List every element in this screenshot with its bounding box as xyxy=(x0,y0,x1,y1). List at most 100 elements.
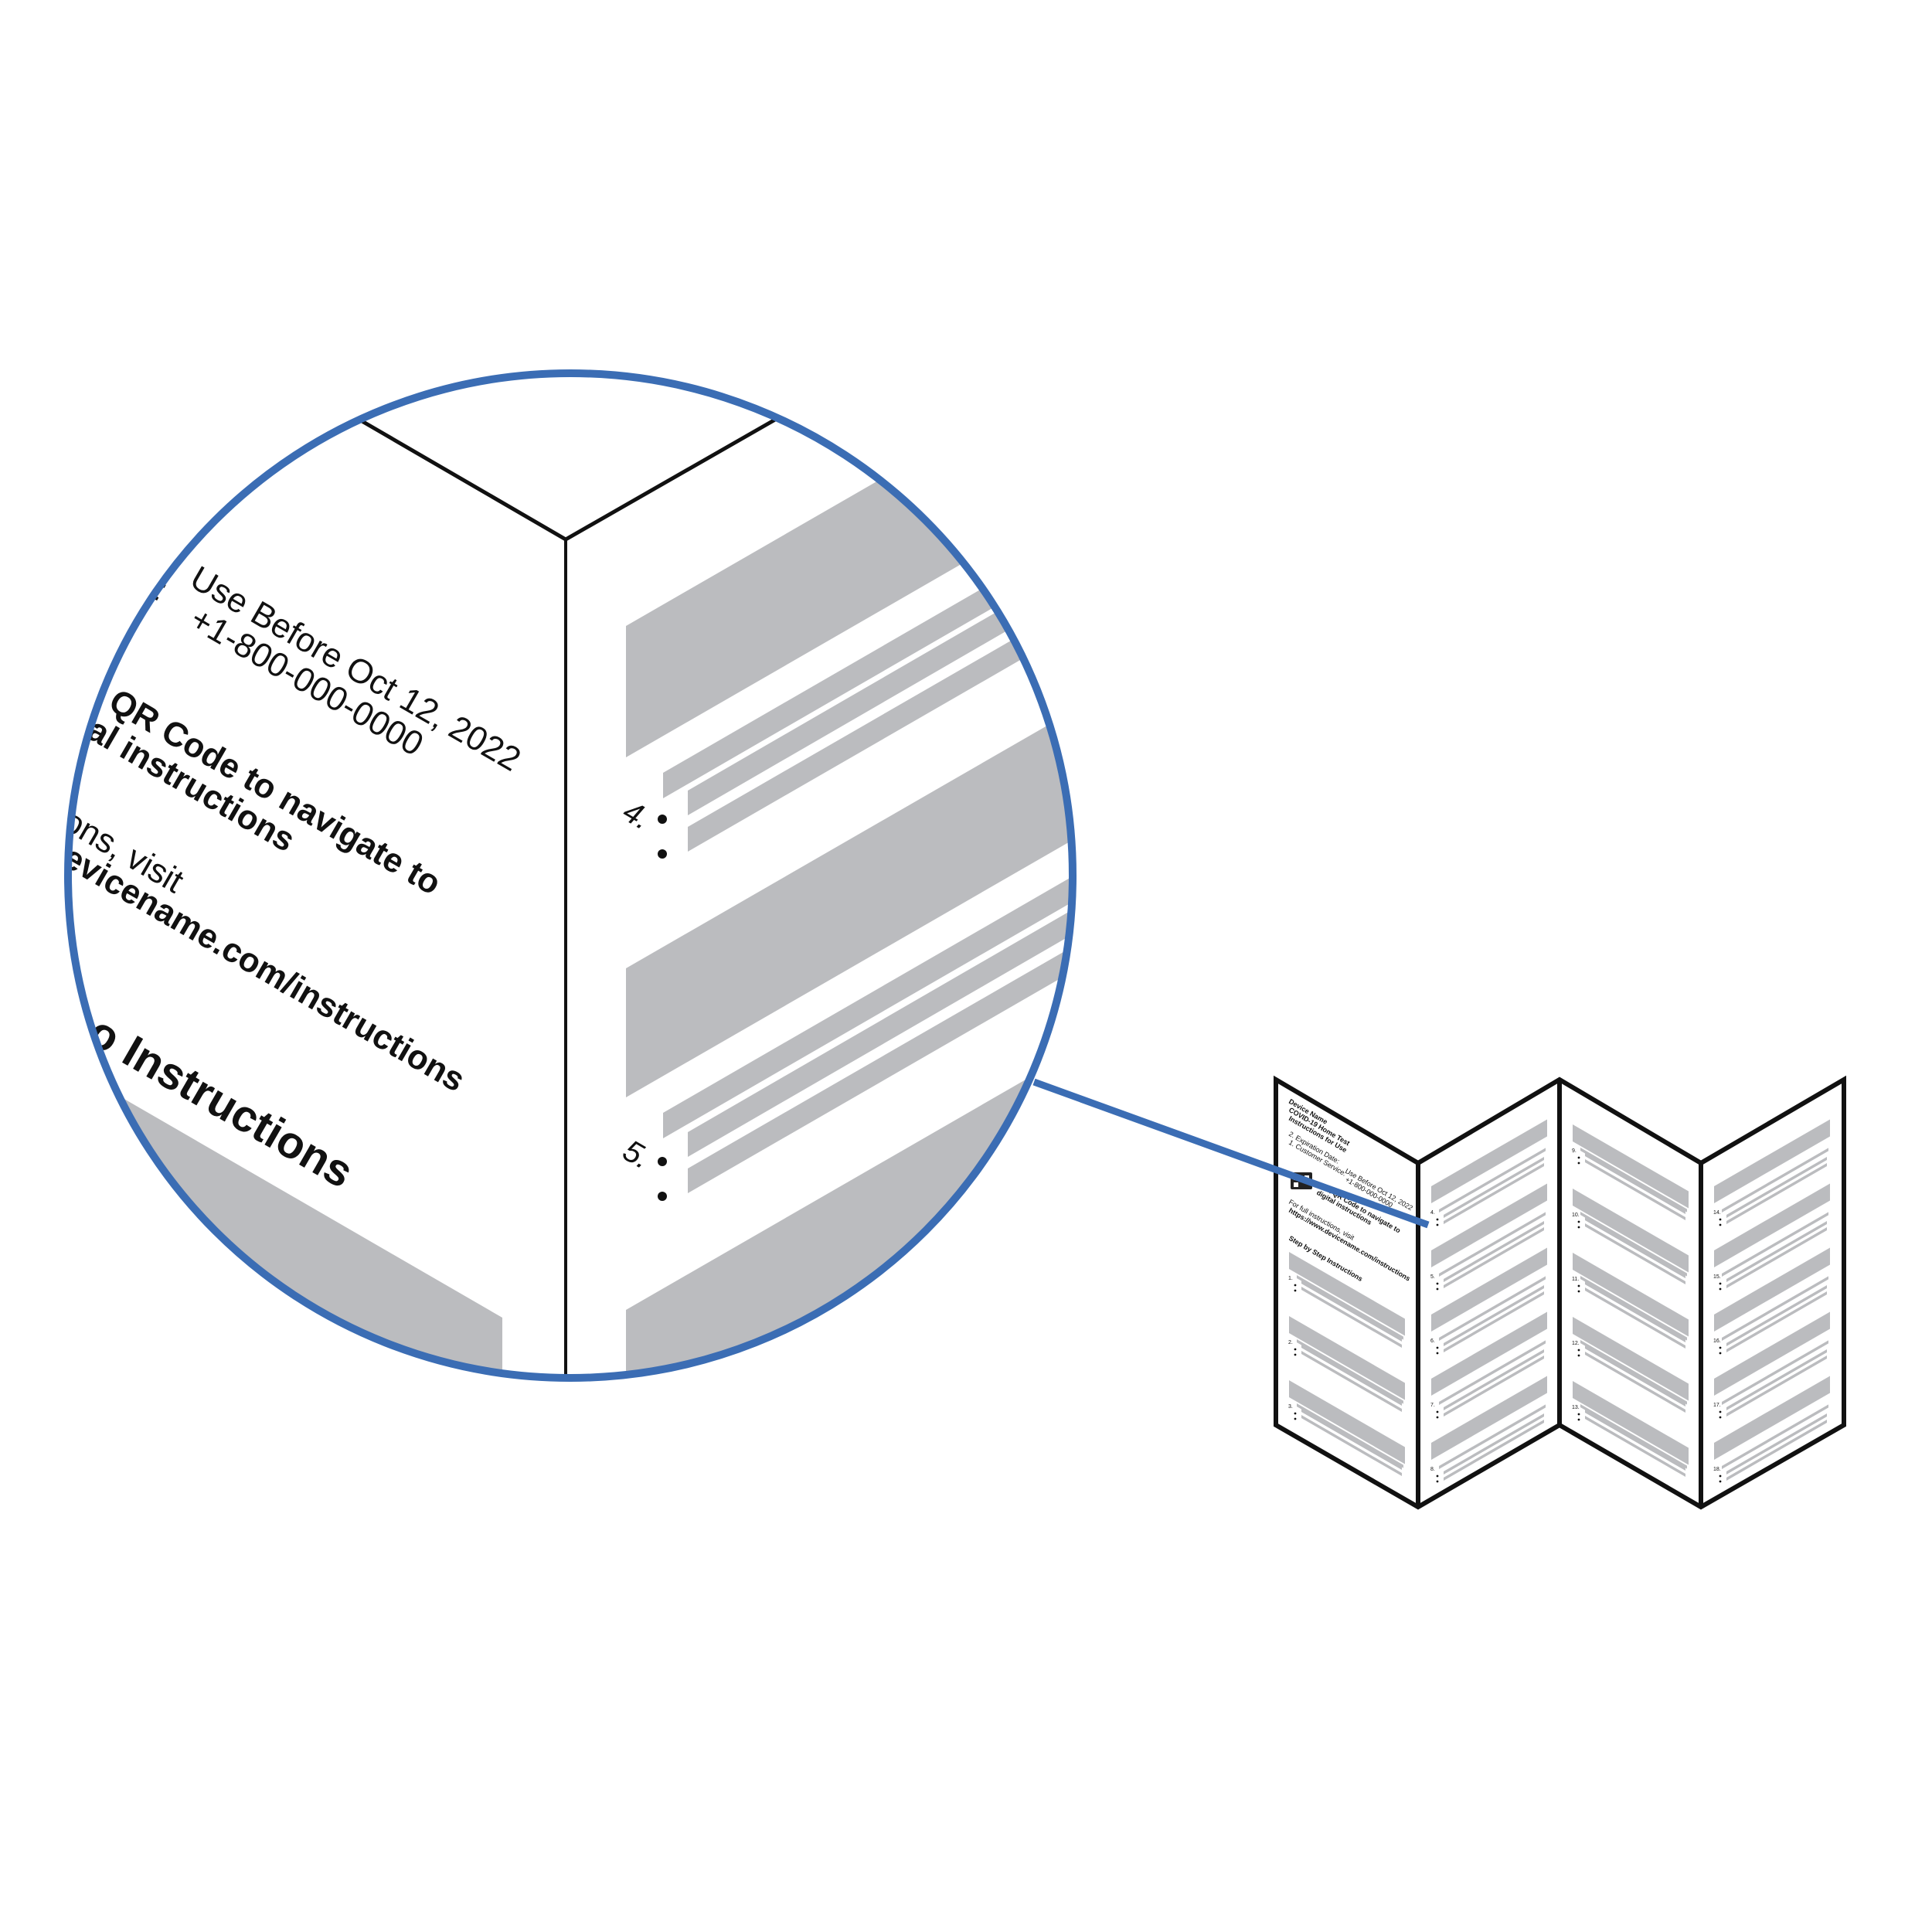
placeholder-line xyxy=(1439,1148,1546,1213)
placeholder-line xyxy=(1726,1355,1827,1417)
placeholder-line xyxy=(663,531,1071,798)
placeholder-line xyxy=(1580,1148,1687,1213)
placeholder-line xyxy=(1301,1281,1402,1342)
brochure-step-number: 15. xyxy=(1713,1274,1721,1280)
placeholder-line xyxy=(1444,1156,1544,1218)
placeholder-line xyxy=(1297,1275,1403,1340)
bullet xyxy=(1294,1289,1297,1292)
placeholder-block xyxy=(1573,1381,1689,1465)
brochure-step-number: 10. xyxy=(1572,1213,1580,1218)
placeholder-line xyxy=(1585,1287,1685,1349)
placeholder-line xyxy=(1726,1156,1827,1218)
brochure-step-number: 7. xyxy=(1430,1403,1435,1408)
brochure-step-number: 16. xyxy=(1713,1338,1721,1344)
placeholder-line xyxy=(1585,1217,1685,1279)
placeholder-block xyxy=(1573,1317,1689,1401)
magnified-right-panel: 4. 5. xyxy=(617,375,1071,1376)
placeholder-line xyxy=(1726,1413,1827,1475)
placeholder-block xyxy=(1714,1311,1830,1396)
placeholder-block xyxy=(1714,1183,1830,1267)
placeholder-block xyxy=(1431,1376,1547,1460)
placeholder-line xyxy=(1585,1281,1685,1343)
bullet xyxy=(1719,1416,1722,1419)
placeholder-line xyxy=(688,563,1071,815)
brochure-step-number: 2. xyxy=(1288,1340,1293,1345)
placeholder-block xyxy=(1573,1189,1689,1273)
bullet xyxy=(1436,1223,1439,1226)
bullet xyxy=(1719,1352,1722,1355)
bullet xyxy=(658,1192,667,1201)
bullet xyxy=(1719,1218,1722,1221)
placeholder-line xyxy=(1585,1416,1685,1478)
placeholder-line xyxy=(1726,1284,1827,1346)
placeholder-line xyxy=(1301,1409,1402,1471)
bullet xyxy=(1294,1284,1297,1287)
bullet xyxy=(1577,1156,1580,1159)
placeholder-line xyxy=(1301,1287,1402,1349)
placeholder-line xyxy=(1297,1403,1403,1468)
bullet xyxy=(1577,1162,1580,1165)
placeholder-line xyxy=(1722,1212,1828,1277)
zoom-connector xyxy=(1032,1078,1430,1229)
placeholder-block xyxy=(1573,1253,1689,1337)
bullet xyxy=(1436,1287,1439,1291)
brochure-step-number: 1. xyxy=(1288,1276,1293,1281)
placeholder-line xyxy=(1726,1162,1827,1224)
placeholder-line xyxy=(1580,1340,1687,1405)
placeholder-line xyxy=(1439,1404,1546,1469)
zoom-lens-ring xyxy=(64,369,1077,1382)
placeholder-line xyxy=(688,904,1071,1157)
brochure-step-number: 18. xyxy=(1713,1467,1721,1472)
brochure-step-number: 14. xyxy=(1713,1210,1721,1216)
bullet xyxy=(1436,1218,1439,1221)
placeholder-line xyxy=(1726,1226,1827,1288)
brochure-step-number: 4. xyxy=(1430,1210,1435,1216)
bullet xyxy=(1436,1416,1439,1419)
placeholder-line xyxy=(1726,1349,1827,1410)
placeholder-block xyxy=(1714,1376,1830,1460)
placeholder-block xyxy=(1289,1316,1405,1400)
placeholder-line xyxy=(1585,1352,1685,1413)
bullet xyxy=(1577,1418,1580,1421)
bullet xyxy=(1577,1226,1580,1229)
bullet xyxy=(1577,1354,1580,1357)
placeholder-line xyxy=(1301,1415,1402,1477)
placeholder-line xyxy=(1444,1162,1544,1224)
placeholder-block xyxy=(1431,1119,1547,1203)
placeholder-line xyxy=(1585,1223,1685,1285)
bullet xyxy=(1719,1282,1722,1285)
placeholder-block xyxy=(1289,1252,1405,1336)
placeholder-line xyxy=(1585,1345,1685,1407)
placeholder-block xyxy=(1289,1380,1405,1464)
bullet xyxy=(1294,1348,1297,1351)
bullet xyxy=(1577,1284,1580,1287)
placeholder-line xyxy=(688,941,1071,1193)
placeholder-line xyxy=(1726,1220,1827,1282)
placeholder-line xyxy=(1439,1276,1546,1341)
brochure-step-number: 6. xyxy=(1430,1338,1435,1344)
placeholder-line xyxy=(1585,1153,1685,1215)
brochure-step-number: 3. xyxy=(1288,1404,1293,1410)
brochure-steps: 1.2.3.4.5.6.7.8.9.10.11.12.13.14.15.16.1… xyxy=(1288,1119,1830,1483)
placeholder-line xyxy=(1722,1404,1828,1469)
placeholder-line xyxy=(1585,1410,1685,1471)
bullet xyxy=(1719,1410,1722,1413)
placeholder-block xyxy=(1431,1311,1547,1396)
brochure-step-number: 9. xyxy=(1572,1148,1577,1154)
folded-brochure: Device Name COVID-19 Home Test Instructi… xyxy=(1274,1075,1846,1510)
placeholder-block xyxy=(1431,1183,1547,1267)
bullet xyxy=(1294,1417,1297,1420)
bullet xyxy=(1294,1412,1297,1415)
placeholder-block xyxy=(1573,1124,1689,1209)
placeholder-line xyxy=(1444,1226,1544,1288)
bullet xyxy=(1436,1410,1439,1413)
brochure-step-number: 13. xyxy=(1572,1405,1580,1410)
bullet xyxy=(1436,1282,1439,1285)
placeholder-block xyxy=(626,706,1071,1097)
placeholder-line xyxy=(1444,1284,1544,1346)
bullet xyxy=(1719,1223,1722,1226)
bullet xyxy=(1577,1220,1580,1223)
placeholder-line xyxy=(1722,1340,1828,1405)
placeholder-line xyxy=(1444,1413,1544,1475)
placeholder-line xyxy=(1444,1419,1544,1481)
